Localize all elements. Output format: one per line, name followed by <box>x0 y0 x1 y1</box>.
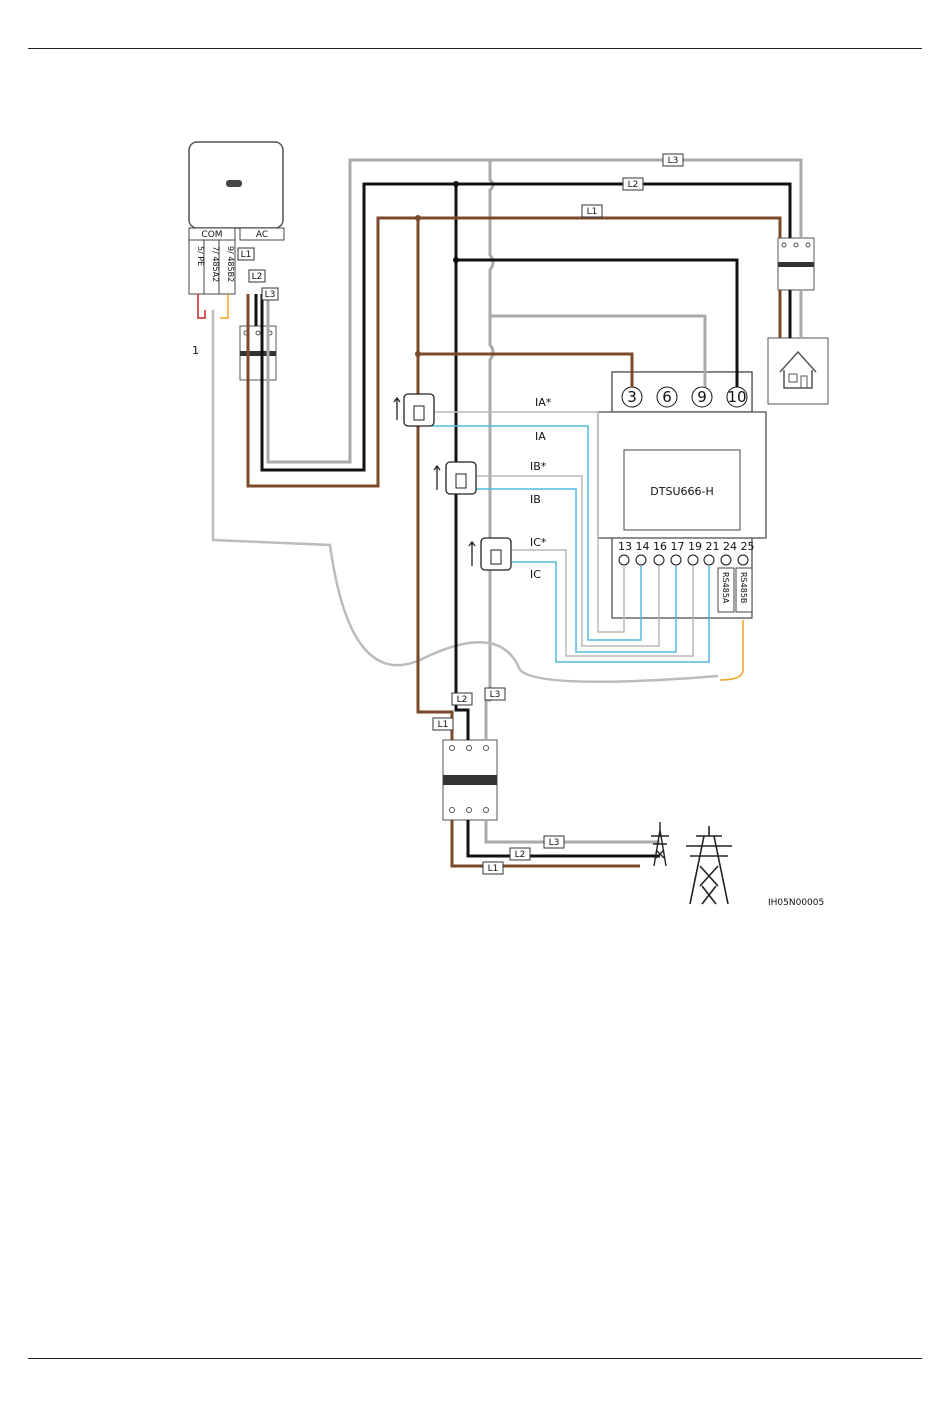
terminal-3: 3 <box>627 388 637 406</box>
tag-l3-ac: L3 <box>265 290 276 300</box>
tag-l3-mid: L3 <box>490 690 501 700</box>
breaker-icon <box>778 238 814 290</box>
tag-l1-top: L1 <box>587 207 598 217</box>
figure-id: IH05N00005 <box>768 898 824 908</box>
tag-l3-grid: L3 <box>549 838 560 848</box>
breaker-icon <box>240 326 276 380</box>
ic-label: IC <box>530 568 541 581</box>
inverter-icon <box>189 142 283 228</box>
rs485b-cable <box>720 620 743 680</box>
tag-l1-ac: L1 <box>241 250 252 260</box>
rs485a-label: RS485A <box>721 572 730 604</box>
tag-l2-grid: L2 <box>515 850 526 860</box>
terminal-10: 10 <box>727 388 746 406</box>
tag-l3-top: L3 <box>668 156 679 166</box>
rs485b2-wire <box>220 294 228 318</box>
com-label: COM <box>201 230 222 240</box>
ib-label: IB <box>530 493 541 506</box>
rs485b2-terminal-label: 9/ 485B2 <box>226 246 235 282</box>
house-icon <box>768 338 828 404</box>
ib-plus-label: IB* <box>530 460 547 473</box>
power-tower-icon <box>651 822 669 866</box>
current-transformer-icon <box>469 538 511 570</box>
pe-wire <box>198 294 205 318</box>
meter-model-label: DTSU666-H <box>650 485 713 498</box>
ac-label: AC <box>256 230 268 240</box>
ic-plus-label: IC* <box>530 536 547 549</box>
current-transformer-icon <box>394 394 434 426</box>
pe-terminal-label: 5/ PE <box>196 246 205 266</box>
inverter-com-block: COM 5/ PE 7/ 485A2 9/ 485B2 <box>189 228 235 294</box>
tag-l1-grid: L1 <box>488 864 499 874</box>
terminal-6: 6 <box>662 388 672 406</box>
tag-l1-mid: L1 <box>438 720 449 730</box>
rs485b-label: RS485B <box>739 572 748 603</box>
breaker-icon <box>443 740 497 820</box>
callout-1: 1 <box>192 344 199 357</box>
inverter-ac-block: AC <box>240 228 284 240</box>
power-tower-icon <box>686 826 732 904</box>
tag-l2-top: L2 <box>628 180 639 190</box>
tag-l2-ac: L2 <box>252 272 263 282</box>
ia-label: IA <box>535 430 546 443</box>
current-transformer-icon <box>434 462 476 494</box>
bottom-terminal-numbers: 13 14 16 17 19 21 24 25 <box>618 540 754 553</box>
tag-l2-mid: L2 <box>457 695 468 705</box>
terminal-9: 9 <box>697 388 707 406</box>
ia-plus-label: IA* <box>535 396 552 409</box>
rs485a2-terminal-label: 7/ 485A2 <box>211 246 220 282</box>
